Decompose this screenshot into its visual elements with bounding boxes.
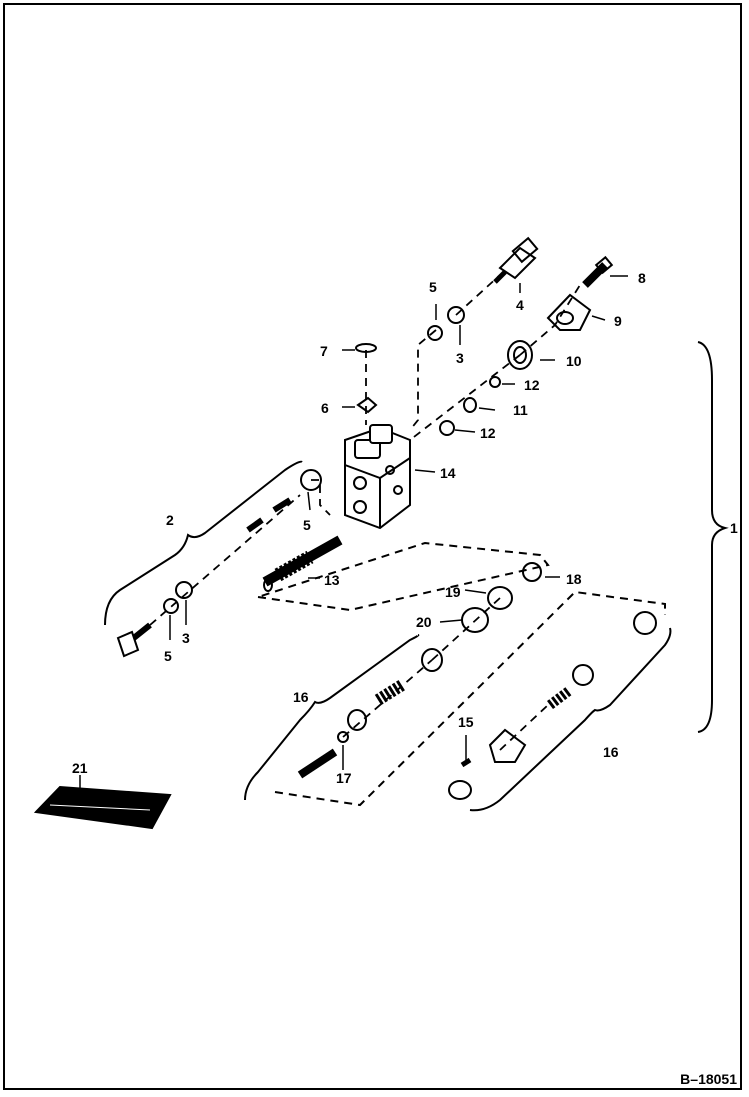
relief-dashed-box — [274, 590, 666, 807]
callout-13: 13 — [324, 572, 340, 588]
callout-4: 4 — [516, 297, 524, 313]
callout-12-upper: 12 — [524, 377, 540, 393]
fitting-part-4 — [493, 236, 539, 284]
plug-part-2 — [246, 497, 292, 533]
callout-2: 2 — [166, 512, 174, 528]
callout-10: 10 — [566, 353, 582, 369]
callout-16-left: 16 — [293, 689, 309, 705]
spring-assembly-16-right — [448, 611, 657, 800]
callout-14: 14 — [440, 465, 456, 481]
backup-ring-part-11 — [463, 397, 477, 413]
o-ring-part-5-left — [300, 469, 322, 491]
o-ring-part-3-upper — [447, 306, 465, 324]
callout-3-lower: 3 — [182, 630, 190, 646]
callout-6: 6 — [321, 400, 329, 416]
brace-2 — [104, 460, 303, 626]
callout-5-upper: 5 — [429, 279, 437, 295]
callout-17: 17 — [336, 770, 352, 786]
o-ring-part-12-lower — [439, 420, 455, 436]
flange-part-9 — [546, 293, 592, 331]
diagram-sheet — [3, 3, 742, 1090]
o-ring-part-5-upper — [427, 325, 443, 341]
callout-1: 1 — [730, 520, 738, 536]
seat-part — [421, 648, 443, 672]
spool-dashed-box — [257, 541, 550, 612]
spring-assembly-16-left — [297, 679, 406, 779]
seal-part-10 — [507, 340, 533, 370]
callout-5-middle: 5 — [303, 517, 311, 533]
callout-7: 7 — [320, 343, 328, 359]
bolt-part-left — [116, 622, 152, 658]
callout-15: 15 — [458, 714, 474, 730]
callout-3-upper: 3 — [456, 350, 464, 366]
bolt-part-8 — [582, 255, 614, 288]
o-ring-part-3-left — [175, 581, 193, 599]
callout-9: 9 — [614, 313, 622, 329]
brace-1 — [697, 341, 729, 733]
callout-20: 20 — [416, 614, 432, 630]
o-ring-part-5-lower — [163, 598, 179, 614]
plate-part-6 — [356, 396, 378, 414]
callout-21: 21 — [72, 760, 88, 776]
brace-16-right — [469, 627, 672, 812]
callout-19: 19 — [445, 584, 461, 600]
callout-12-lower: 12 — [480, 425, 496, 441]
valve-section-body — [344, 424, 411, 530]
decal-part-21 — [33, 785, 172, 830]
figure-reference: B–18051 — [680, 1071, 737, 1087]
o-ring-part-18 — [522, 562, 542, 582]
spool-part-13 — [262, 535, 343, 592]
o-ring-part-12-upper — [489, 376, 501, 388]
callout-18: 18 — [566, 571, 582, 587]
brace-16-left — [244, 634, 420, 801]
callout-8: 8 — [638, 270, 646, 286]
callout-16-right: 16 — [603, 744, 619, 760]
callout-11: 11 — [513, 402, 528, 418]
callout-5-lower: 5 — [164, 648, 172, 664]
ring-part-19 — [487, 586, 513, 610]
